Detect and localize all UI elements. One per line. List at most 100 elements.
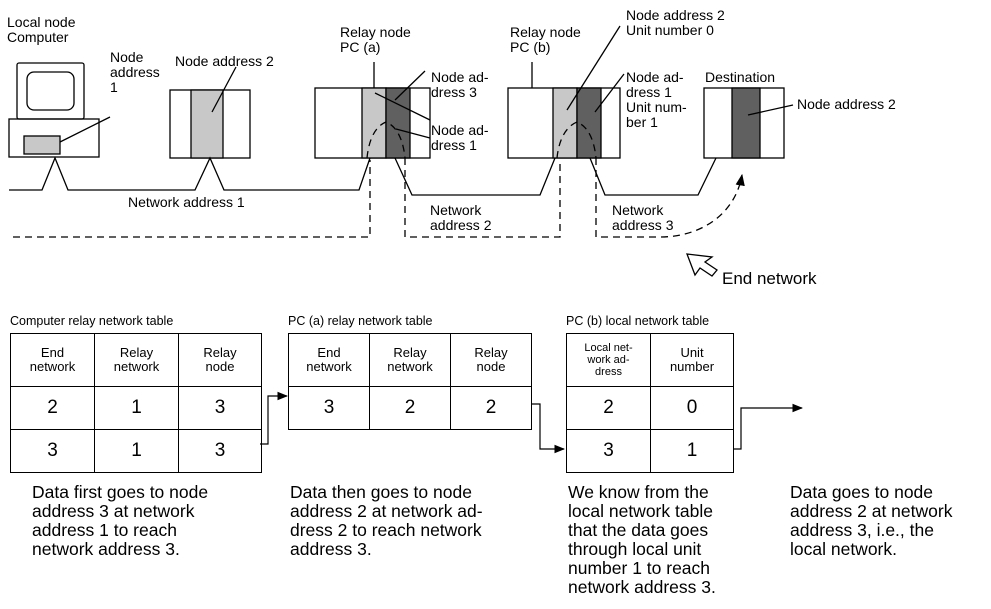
end-network-label: End network: [722, 269, 817, 288]
network-address-1-label: Network address 1: [128, 194, 245, 210]
relay-b-addr1-line-4: ber 1: [626, 114, 658, 130]
note-line: We know from the: [568, 482, 709, 502]
table-row: 3 1 3: [10, 429, 262, 473]
note-line: address 3.: [290, 539, 372, 559]
note-line: network address 3.: [32, 539, 180, 559]
relay-node-pc-a: [314, 62, 431, 159]
table-row: 2 1 3: [10, 386, 262, 430]
header-text: Relay: [203, 345, 237, 360]
table-cell: 3: [288, 386, 370, 430]
node-unit-left: [169, 66, 251, 159]
network-address-2-label: Network address 2: [430, 203, 491, 233]
table-row: 3 2 2: [288, 386, 532, 430]
network2-line-1: Network: [430, 202, 482, 218]
relay-node-pc-b: [507, 25, 625, 159]
note-line: address 2 at network ad-: [290, 501, 483, 521]
network2-line-2: address 2: [430, 217, 492, 233]
note-line: address 3, i.e., the: [790, 520, 934, 540]
relay-b-top-line-2: Unit number 0: [626, 22, 714, 38]
local-node-label: Local node Computer: [7, 15, 76, 45]
relay-b-line-2: PC (b): [510, 39, 551, 55]
relay-a-node-address-1-label: Node ad- dress 1: [431, 123, 489, 153]
route-path-dashed: [13, 121, 745, 238]
table-cell: 2: [369, 386, 451, 430]
note-line: address 2 at network: [790, 501, 953, 521]
table-cell: 1: [94, 429, 179, 473]
note-line: network address 3.: [568, 577, 716, 597]
table-cell: 2: [10, 386, 95, 430]
header-text: End: [40, 345, 65, 360]
relay-b-node-address-2-label: Node address 2 Unit number 0: [626, 8, 725, 38]
node-address-2-left-label: Node address 2: [175, 53, 274, 69]
header-text: Relay: [474, 345, 508, 360]
relay-a-addr1-line-1: Node ad-: [431, 122, 489, 138]
table-cell: 2: [450, 386, 532, 430]
note-line: address 1 to reach: [32, 520, 177, 540]
end-network-arrow-icon: [686, 253, 718, 277]
note-line: address 3 at network: [32, 501, 195, 521]
note-computer: Data first goes to node address 3 at net…: [32, 483, 208, 559]
relay-a-addr3-line-1: Node ad-: [431, 69, 489, 85]
note-line: Data then goes to node: [290, 482, 472, 502]
header-local-network-address: Local net-work ad-dress: [566, 333, 651, 387]
relay-b-top-line-1: Node address 2: [626, 7, 725, 23]
local-node-line-1: Local node: [7, 14, 76, 30]
note-line: local network.: [790, 539, 897, 559]
computer-icon: [8, 62, 111, 158]
header-text: node: [205, 359, 235, 374]
note-destination: Data goes to node address 2 at network a…: [790, 483, 952, 559]
table-row: 3 1: [566, 429, 734, 473]
relay-b-line-1: Relay node: [510, 24, 581, 40]
header-text: network: [113, 359, 160, 374]
header-text: Relay: [119, 345, 154, 360]
header-text: Unit: [680, 345, 704, 360]
network-1-line: [9, 156, 371, 191]
header-text: node: [476, 359, 506, 374]
header-text: number: [669, 359, 715, 374]
table-cell: 3: [178, 429, 262, 473]
relay-a-addr3-line-2: dress 3: [431, 84, 477, 100]
header-text: Local net-: [584, 342, 633, 354]
network-address-3-label: Network address 3: [612, 203, 673, 233]
relay-b-addr1-line-2: dress 1: [626, 84, 672, 100]
header-text: dress: [595, 366, 622, 378]
header-text: network: [387, 359, 433, 374]
note-pca: Data then goes to node address 2 at netw…: [290, 483, 483, 559]
header-text: network: [306, 359, 352, 374]
local-node-line-2: Computer: [7, 29, 69, 45]
node-address-1-line-2: address: [110, 64, 160, 80]
table-cell: 1: [650, 429, 734, 473]
destination-node: [703, 87, 794, 159]
note-line: number 1 to reach: [568, 558, 711, 578]
table-cell: 3: [10, 429, 95, 473]
network-3-line: [589, 157, 717, 196]
table-cell: 1: [94, 386, 179, 430]
header-text: work ad-: [587, 354, 630, 366]
destination-node-address-label: Node address 2: [797, 96, 896, 112]
header-text: End: [317, 345, 341, 360]
relay-a-line-2: PC (a): [340, 39, 381, 55]
relay-b-node-address-1-label: Node ad- dress 1 Unit num- ber 1: [626, 70, 687, 130]
table-cell: 3: [566, 429, 651, 473]
node-address-1-line-1: Node: [110, 49, 144, 65]
note-line: Data goes to node: [790, 482, 934, 502]
note-line: local network table: [568, 501, 713, 521]
relay-a-line-1: Relay node: [340, 24, 411, 40]
node-address-1-label: Node address 1: [110, 50, 160, 95]
relay-b-addr1-line-1: Node ad-: [626, 69, 684, 85]
network3-line-2: address 3: [612, 217, 674, 233]
table-flow-arrows: [260, 391, 804, 454]
table-cell: 0: [650, 386, 734, 430]
